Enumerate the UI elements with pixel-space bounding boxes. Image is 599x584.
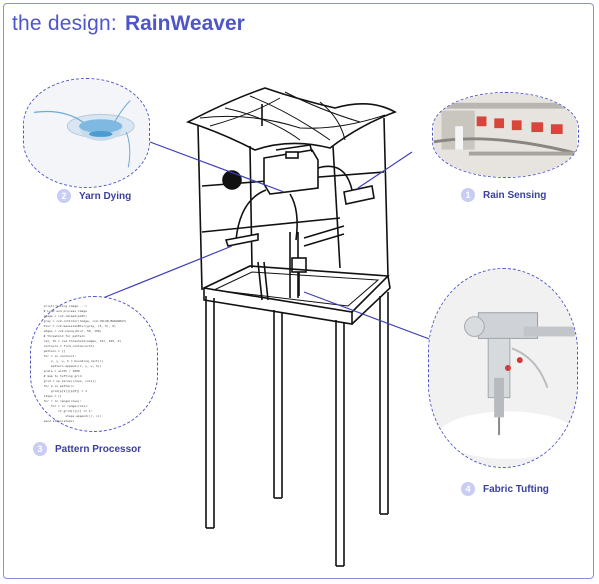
callout-rain-sensing: 1 Rain Sensing [461,188,546,202]
code-line: grid[p[1]][p[0]] = 1 [40,389,87,393]
code-line: for c in range(cols): [40,404,89,408]
callout-label: Fabric Tufting [483,483,549,495]
callout-label: Rain Sensing [483,189,547,201]
fabric-tufting-photo [428,268,578,468]
code-line: ret, th = cv2.threshold(edges, 127, 255,… [40,339,122,343]
callout-yarn-dying: 2 Yarn Dying [57,189,131,203]
dye-bowl-illustration [24,79,149,187]
callout-number-badge: 3 [33,442,47,456]
callout-number-badge: 1 [461,188,475,202]
page-title: the design: RainWeaver [12,12,245,36]
callout-number-badge: 2 [57,189,71,203]
code-line: for c in contours: [40,354,77,358]
code-line: grid = np.zeros((rows, cols)) [40,379,96,383]
code-line: steps.append((r, c)) [40,414,102,418]
title-brand: RainWeaver [124,12,245,35]
code-line: gray = cv2.cvtColor(image, cv2.COLOR_BGR… [40,319,127,323]
title-prefix: the design: [12,12,117,35]
code-line: x, y, w, h = bounding_rect(c) [40,359,104,363]
callout-pattern-processor: 3 Pattern Processor [33,442,141,456]
code-line: steps = [] [40,394,62,398]
code-line: if grid[r][c] == 1: [40,409,93,413]
yarn-dying-photo [23,78,150,188]
diagram-frame [3,3,594,579]
code-line: pattern.append((x, y, w, h)) [40,364,102,368]
code-line: edges = cv2.Canny(blur, 50, 150) [40,329,102,333]
code-listing: print('Saving image...') # Load and proc… [40,304,150,422]
code-line: pattern = [] [40,349,66,353]
rain-sensing-photo [432,92,579,178]
code-line: for r in range(rows): [40,399,82,403]
code-line: scale = width / 1000 [40,369,80,373]
code-line: # threshold for pattern [40,334,86,338]
code-line: # Load and process image [40,309,87,313]
code-line: image = cv2.imread(path) [40,314,87,318]
callout-label: Pattern Processor [55,443,142,455]
pattern-processor-code-photo [30,296,158,432]
code-line: send_steps(steps) [40,419,75,422]
code-line: for p in pattern: [40,384,75,388]
callout-fabric-tufting: 4 Fabric Tufting [461,482,549,496]
code-line: blur = cv2.GaussianBlur(gray, (5, 5), 0) [40,324,116,328]
callout-number-badge: 4 [461,482,475,496]
callout-label: Yarn Dying [79,190,132,202]
sensor-board-illustration [433,93,578,177]
code-line: print('Saving image...') [40,304,87,308]
tufting-gun-illustration [429,269,577,467]
code-line: # map to tufting grid [40,374,82,378]
code-line: contours = find_contours(th) [40,344,95,348]
